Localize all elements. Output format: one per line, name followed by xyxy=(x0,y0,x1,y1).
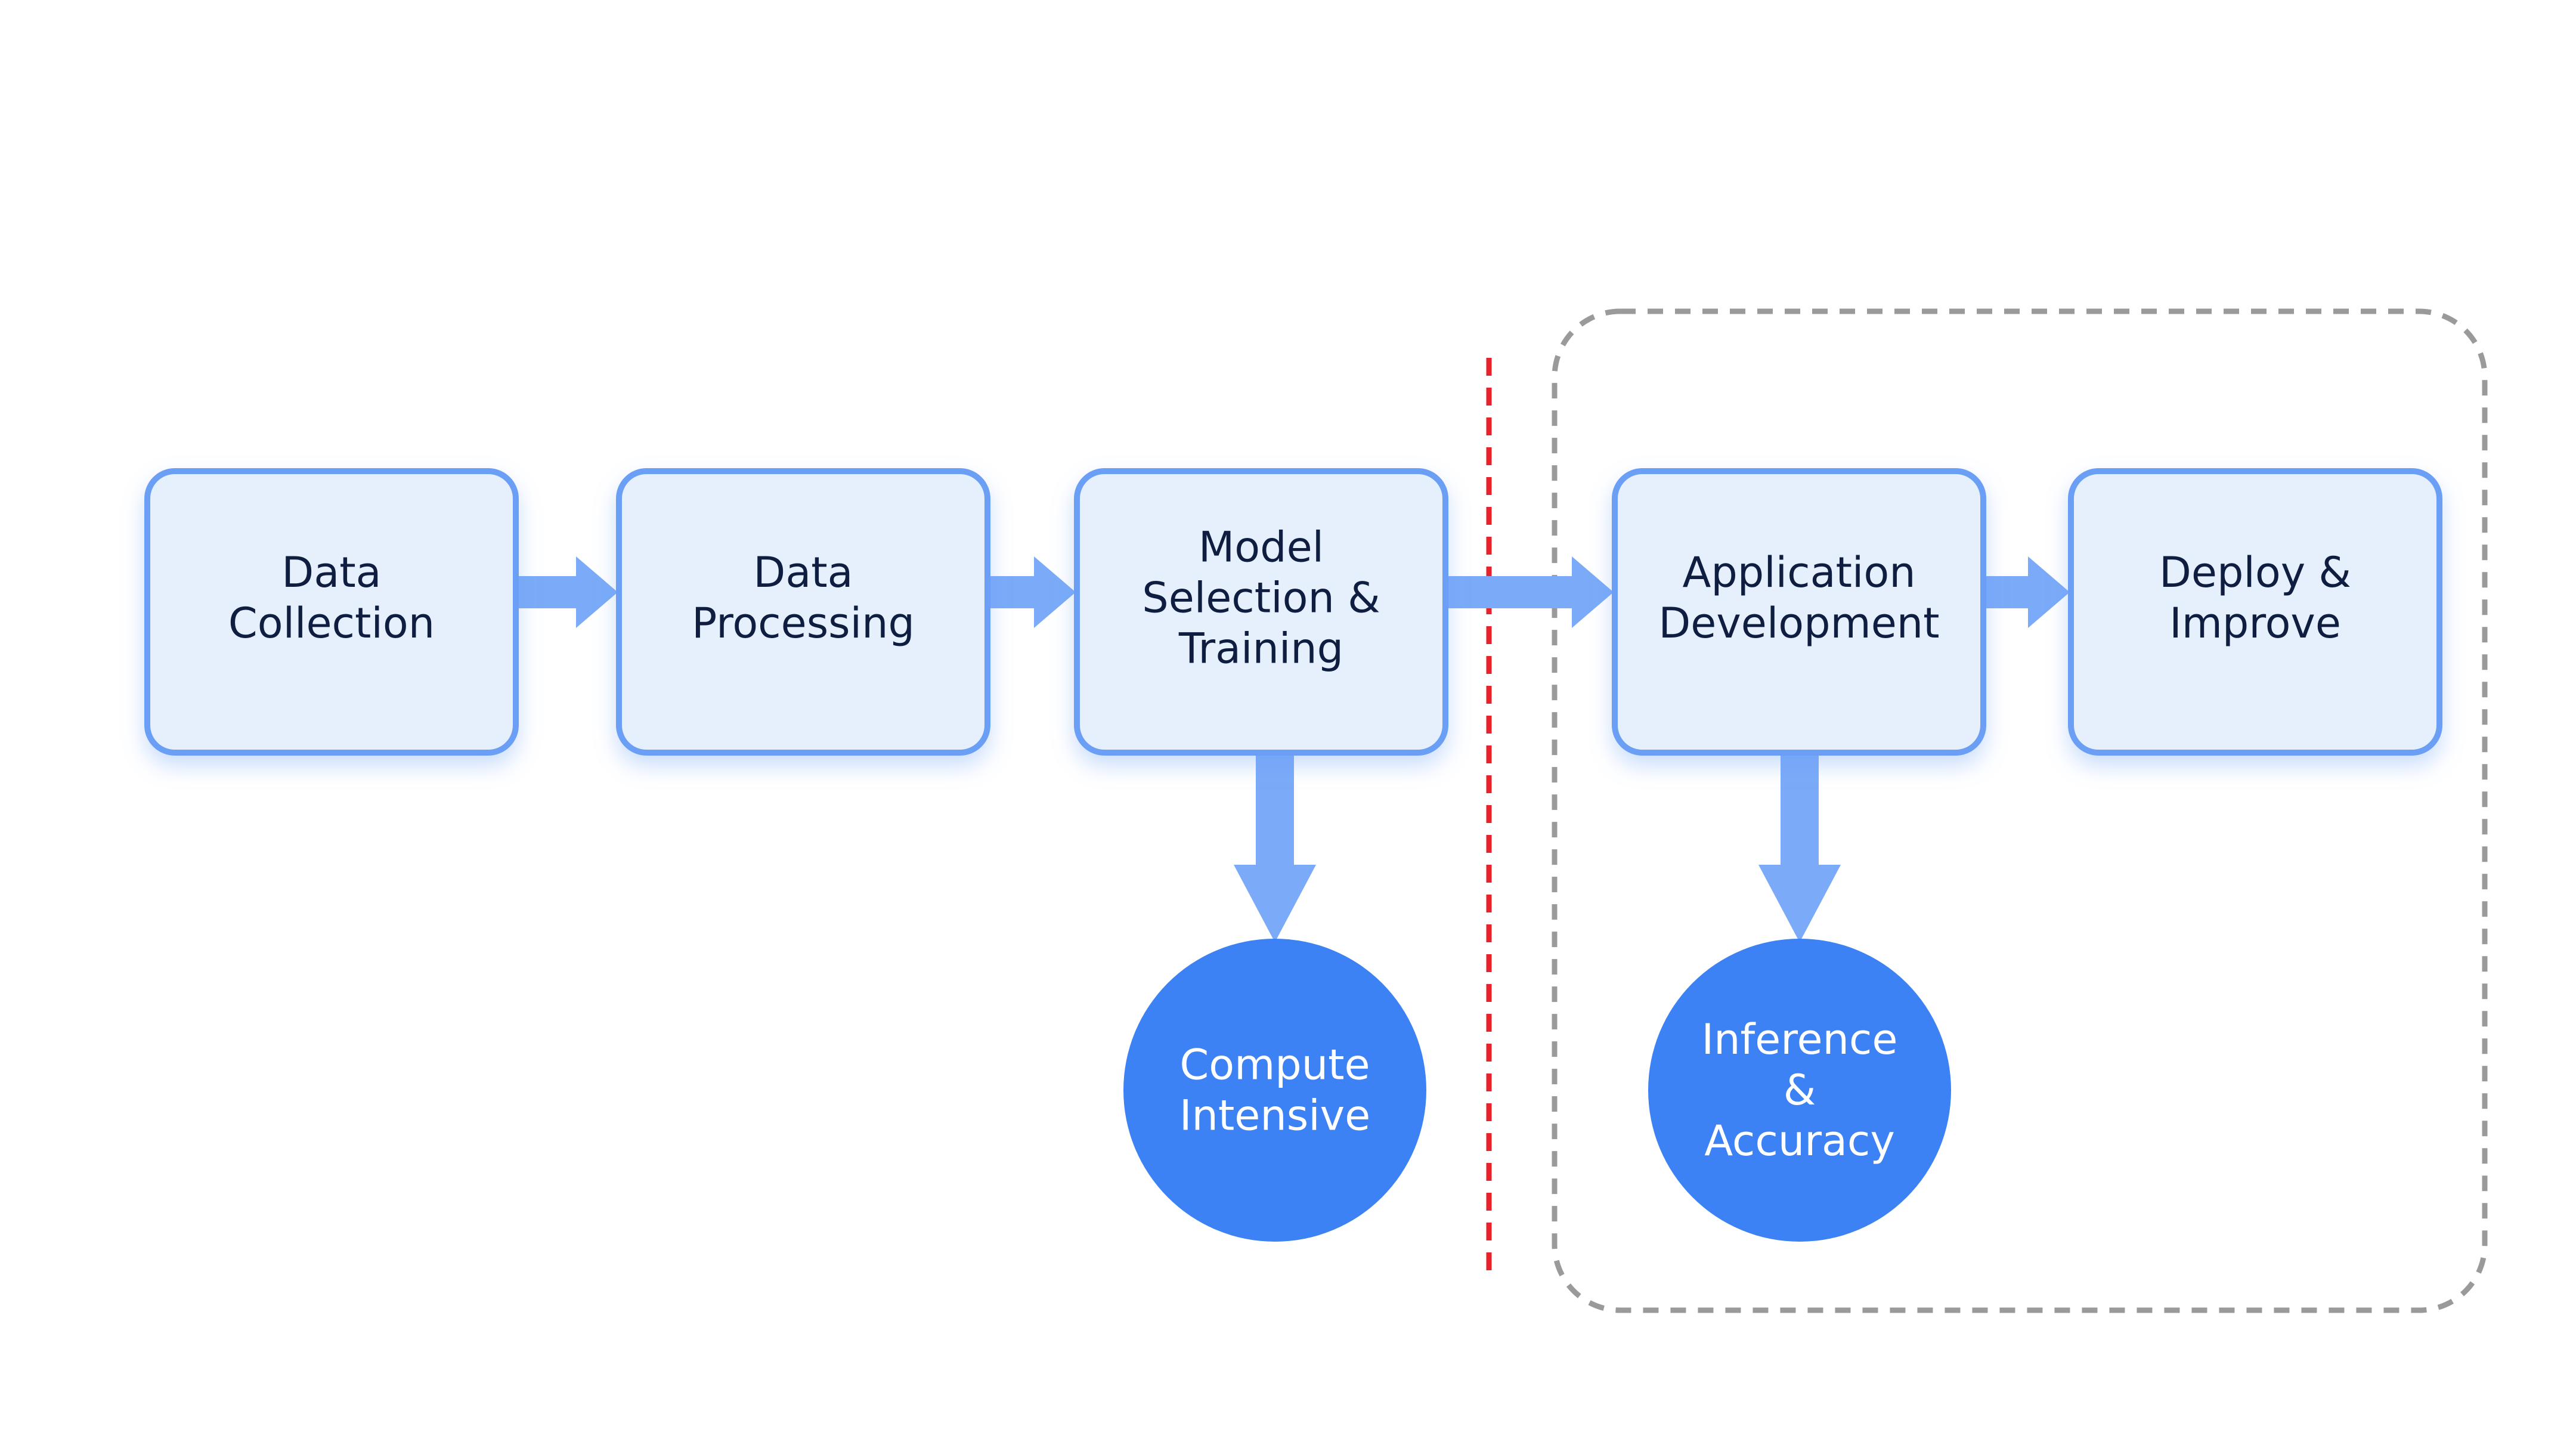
outcome-circle-shape xyxy=(1648,939,1951,1242)
step-label-line: Training xyxy=(1178,624,1343,673)
step-box-shape xyxy=(616,468,990,756)
step-label-line: Processing xyxy=(692,599,915,648)
step-box-deploy-improve: Deploy &Improve xyxy=(2068,468,2442,756)
arrow-model-selection-training-to-application-development xyxy=(1443,556,1614,628)
step-label-line: Development xyxy=(1658,599,1939,648)
step-box-shape xyxy=(2068,468,2442,756)
connections-layer xyxy=(513,556,2070,942)
step-box-shape xyxy=(1612,468,1986,756)
step-box-shape xyxy=(1074,468,1448,756)
step-label-line: Deploy & xyxy=(2159,548,2351,597)
arrow-application-development-to-deploy-improve xyxy=(1981,556,2070,628)
step-label-line: Data xyxy=(753,548,853,597)
outcome-label-line: Accuracy xyxy=(1704,1116,1895,1165)
outcome-label-line: Inference xyxy=(1702,1015,1898,1064)
outcome-label-line: Compute xyxy=(1179,1041,1370,1090)
step-label-line: Model xyxy=(1199,522,1324,571)
arrow-data-collection-to-data-processing xyxy=(513,556,618,628)
step-box-shape xyxy=(144,468,519,756)
arrow-application-development-to-inference-accuracy xyxy=(1758,750,1841,942)
arrow-data-processing-to-model-selection-training xyxy=(985,556,1076,628)
deployment-group-boundary xyxy=(1552,308,2488,1313)
step-label-line: Improve xyxy=(2169,599,2341,648)
outcome-circle-shape xyxy=(1123,939,1426,1242)
arrow-model-selection-training-to-compute-intensive xyxy=(1234,750,1316,942)
steps-layer: DataCollectionDataProcessingModelSelecti… xyxy=(144,468,2442,756)
step-label-line: Application xyxy=(1682,548,1915,597)
outcome-circle-inference-accuracy: Inference&Accuracy xyxy=(1648,939,1951,1242)
outcome-label-line: Intensive xyxy=(1179,1091,1370,1140)
step-label-line: Selection & xyxy=(1142,573,1380,622)
outcome-label-line: & xyxy=(1784,1066,1816,1115)
step-label-line: Collection xyxy=(228,599,435,648)
step-label-line: Data xyxy=(281,548,381,597)
